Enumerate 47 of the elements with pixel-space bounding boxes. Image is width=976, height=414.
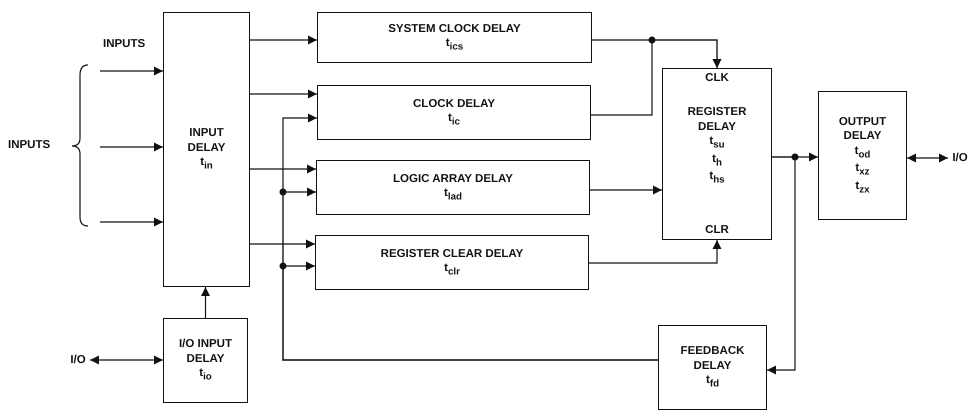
timing-parameter: CLR: [705, 222, 729, 237]
timing-parameter: t$_{zx}$: [855, 178, 870, 196]
arrow: [282, 262, 658, 361]
process-box: [163, 318, 248, 403]
process-box: [315, 235, 589, 290]
arrow: [100, 218, 163, 226]
arrow: [591, 39, 722, 116]
box-title: LOGIC ARRAY DELAY: [393, 172, 513, 186]
arrow: [90, 356, 163, 364]
process-box: [662, 68, 772, 240]
arrow: [201, 287, 210, 318]
box-title: SYSTEM CLOCK DELAY: [388, 22, 521, 36]
box-title: REGISTER CLEAR DELAY: [380, 246, 524, 261]
arrow: [250, 240, 315, 248]
timing-parameter: t$_{od}$: [854, 144, 870, 162]
process-box: [317, 85, 591, 140]
timing-parameter: t$_{in}$: [200, 155, 213, 173]
arrow: [589, 240, 722, 264]
process-box: [316, 160, 590, 215]
process-box: [818, 91, 907, 220]
arrow: [100, 66, 163, 76]
timing-parameter: t$_{hs}$: [709, 169, 725, 187]
timing-parameter: t$_{h}$: [712, 152, 722, 170]
timing-parameter: t$_{xz}$: [855, 161, 870, 179]
timing-parameter: t$_{su}$: [709, 134, 725, 152]
signal-label: INPUTS: [103, 38, 146, 50]
arrow: [907, 154, 948, 162]
arrow: [767, 156, 796, 374]
arrow: [250, 36, 317, 44]
timing-parameter: t$_{ic}$: [448, 110, 460, 128]
timing-parameter: t$_{ics}$: [446, 36, 464, 54]
timing-parameter: t$_{fd}$: [706, 373, 720, 391]
timing-parameter: t$_{lad}$: [444, 186, 462, 204]
arrow: [250, 90, 317, 98]
timing-parameter: t$_{clr}$: [444, 260, 460, 278]
box-title: CLK: [705, 71, 729, 86]
arrow: [250, 164, 316, 174]
arrow: [590, 186, 662, 194]
process-box: [658, 325, 767, 410]
process-box: [163, 12, 250, 287]
timing-parameter: t$_{io}$: [199, 366, 212, 384]
signal-label: INPUTS: [8, 139, 50, 151]
process-box: [317, 12, 592, 63]
terminal-label: I/O: [70, 352, 86, 368]
terminal-label: I/O: [952, 150, 968, 166]
box-title: CLOCK DELAY: [413, 96, 495, 111]
arrow: [100, 142, 163, 152]
